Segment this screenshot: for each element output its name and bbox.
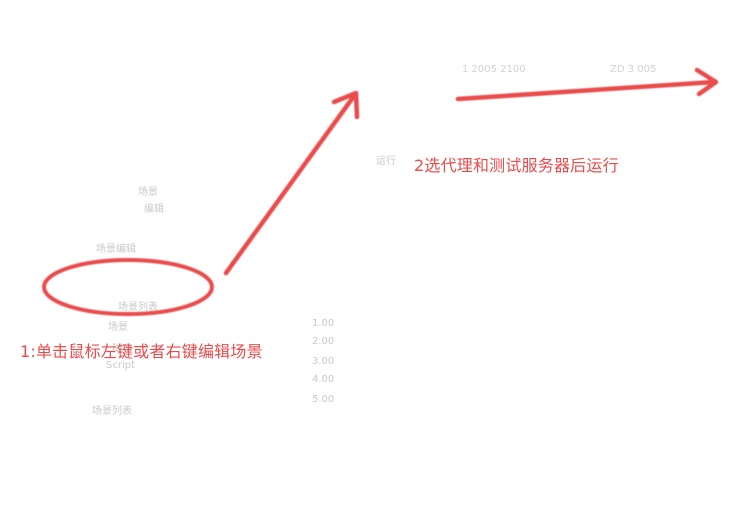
proxy-select-field[interactable]: 1 2005 2100 [462, 64, 526, 75]
value-cell: 2.00 [312, 336, 335, 347]
scene-tree-item[interactable]: 场景列表 [92, 406, 132, 417]
value-cell: 5.00 [312, 394, 335, 405]
arrow-up-right-icon [223, 90, 360, 276]
scene-tree-item[interactable]: 场景列表 [118, 302, 158, 313]
test-server-select-field[interactable]: ZD 3 005 [610, 64, 657, 75]
highlight-ellipse-icon [42, 258, 214, 316]
step1-annotation-text: 1:单击鼠标左键或者右键编辑场景 [20, 342, 263, 361]
scene-tree-item[interactable]: 脚本 [112, 344, 132, 355]
scene-tree-item[interactable]: 场景 [108, 322, 128, 333]
value-cell: 1.00 [312, 318, 335, 329]
step2-annotation-text: 2选代理和测试服务器后运行 [414, 156, 619, 175]
scene-tree-item[interactable]: 场景编辑 [96, 244, 136, 255]
scene-tree-item[interactable]: 场景 [138, 187, 158, 198]
scene-editor-click-target[interactable] [44, 258, 214, 316]
scene-tree-item[interactable]: Script [106, 360, 136, 371]
value-cell: 4.00 [312, 374, 335, 385]
scene-tree-item[interactable]: 编辑 [144, 204, 164, 215]
run-column-header: 运行 [376, 156, 396, 167]
arrow-right-icon [455, 67, 719, 102]
value-cell: 3.00 [312, 356, 335, 367]
